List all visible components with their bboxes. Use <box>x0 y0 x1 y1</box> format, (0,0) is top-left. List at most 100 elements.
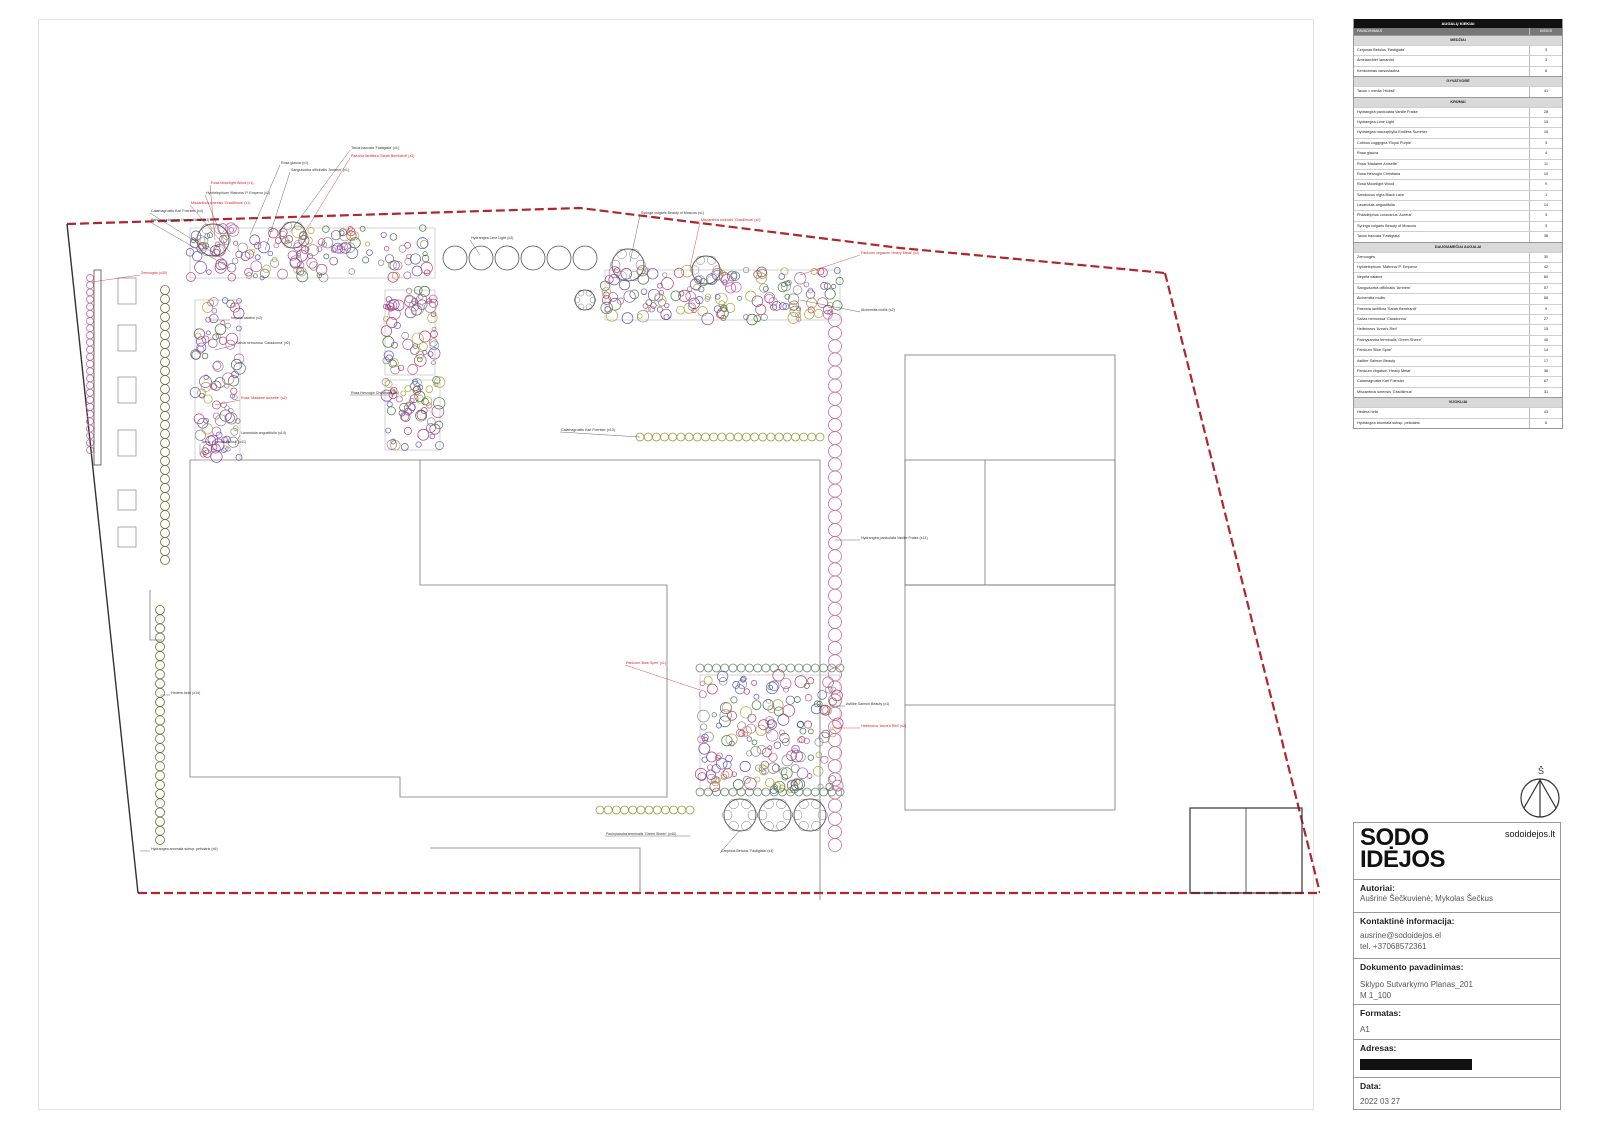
perennial-plant <box>391 341 398 349</box>
legend-plant-name: Hydrangea macrophylla Endless Summer <box>1357 130 1428 135</box>
legend-plant-name: Hydrangea Lime Light <box>1357 119 1395 124</box>
perennial-plant <box>226 299 235 309</box>
perennial-plant <box>419 224 427 232</box>
panicum-plant <box>728 663 738 673</box>
perennial-plant <box>196 342 207 353</box>
legend-title: AUGALŲ KIEKIAI <box>1354 19 1562 28</box>
perennial-plant <box>416 237 429 250</box>
taxus-hedge-plant <box>160 402 170 412</box>
perennial-plant <box>211 380 222 391</box>
panicum-plant <box>802 787 812 797</box>
perennial-plant <box>790 764 800 773</box>
taxus-hedge-plant <box>160 483 170 493</box>
perennial-plant <box>212 333 219 341</box>
legend-section: MEDŽIAI <box>1354 35 1562 45</box>
legend-plant-name: Kenkonmas varsoviadina <box>1357 68 1400 73</box>
perennial-plant <box>200 450 207 458</box>
perennial-plant <box>201 447 210 455</box>
legend-row: Panicum 'Blue Spire'14 <box>1354 345 1562 356</box>
panicum-plant <box>835 663 845 673</box>
tree-canopy-detail <box>610 259 621 271</box>
perennial-plant <box>687 286 693 292</box>
perennial-plant <box>815 751 823 759</box>
perennial-plant <box>228 227 235 233</box>
tree-canopy-detail <box>792 809 803 821</box>
legend-row: Sanguisorba officinalis 'Arnhem'57 <box>1354 282 1562 294</box>
legend-plant-name: Taxus × media 'Hicksii' <box>1357 89 1396 94</box>
legend-row: Miscanthus sinensis 'Gracillimus'31 <box>1354 386 1562 398</box>
taxus-hedge-plant <box>160 537 170 547</box>
perennial-plant <box>388 299 400 310</box>
label-leader-line <box>264 171 291 251</box>
perennial-plant <box>193 328 205 340</box>
perennial-plant <box>740 675 747 682</box>
tree-canopy-detail <box>195 234 206 246</box>
perennial-plant <box>415 350 425 360</box>
hydrangea-hedge-plant <box>828 549 842 564</box>
plant-label: Hylotelephium 'Matrona' P. Emperor (x1) <box>206 191 270 195</box>
perennial-plant <box>254 254 261 261</box>
legend-plant-name: Hydrangea paniculata Vanille Fraise <box>1357 109 1418 114</box>
perennial-plant <box>803 737 810 744</box>
perennial-plant <box>384 380 393 388</box>
perennial-plant <box>230 302 236 308</box>
perennial-plant <box>785 695 795 705</box>
hydrangea-hedge-plant <box>828 391 842 406</box>
perennial-plant <box>804 308 815 320</box>
taxus-hedge-plant <box>160 411 170 421</box>
perennial-plant <box>823 282 831 290</box>
perennial-plant <box>400 443 409 451</box>
perennial-plant <box>703 675 713 685</box>
perennial-plant <box>768 680 780 692</box>
address-section: Adresas: <box>1354 1039 1560 1077</box>
perennial-plant <box>722 760 732 770</box>
perennial-plant <box>330 230 342 241</box>
taxus-hedge-plant <box>160 438 170 448</box>
legend-plant-qty: 9 <box>1529 304 1562 314</box>
perennial-plant <box>719 271 730 283</box>
taxus-hedge-plant <box>160 546 170 556</box>
taxus-hedge-plant <box>155 641 165 652</box>
panicum-plant <box>802 663 812 673</box>
perennial-plant <box>252 273 258 279</box>
perennial-plant <box>768 297 778 307</box>
perennial-plant <box>385 427 391 434</box>
zemuoges-plant <box>86 295 94 304</box>
plant-label: Taxus × media 'Hicksii' (x41) <box>201 440 246 444</box>
perennial-plant <box>773 780 786 793</box>
hydrangea-hedge-plant <box>828 601 842 616</box>
perennial-plant <box>388 390 398 400</box>
taxus-hedge-plant <box>155 697 165 707</box>
tree-canopy-detail <box>798 821 809 832</box>
perennial-plant <box>233 362 246 375</box>
label-leader-line <box>149 212 226 261</box>
perennial-plant <box>194 261 207 274</box>
label-leader-line <box>689 221 701 269</box>
tree-canopy-detail <box>299 230 308 240</box>
tree-symbol <box>574 289 596 311</box>
zemuoges-plant <box>86 324 94 333</box>
hydrangea-hedge-plant <box>828 838 842 852</box>
perennial-plant <box>336 245 345 254</box>
perennial-plant <box>240 251 251 262</box>
plant-label: Calamagrostis Karl Foerster (x10) <box>561 428 615 432</box>
perennial-plant <box>744 777 757 790</box>
perennial-plant <box>420 261 433 275</box>
perennial-plant <box>789 784 799 794</box>
taxus-hedge-plant <box>155 687 165 698</box>
perennial-plant <box>766 719 776 728</box>
perennial-plant <box>391 271 400 280</box>
perennial-plant <box>193 413 205 425</box>
taxus-hedge-plant <box>155 761 165 772</box>
perennial-plant <box>230 387 238 395</box>
perennial-plant <box>260 268 270 279</box>
perennial-plant <box>215 431 223 439</box>
hedge-plants <box>86 245 845 852</box>
company-logo: SODO IDĖJOS <box>1360 824 1446 873</box>
perennial-plant <box>227 273 236 282</box>
panicum-plant <box>761 663 771 673</box>
authors-value: Aušrinė Šečkuvienė; Mykolas Šečkus <box>1360 894 1493 903</box>
perennial-plant <box>758 764 767 772</box>
label-leader-line <box>204 194 226 246</box>
